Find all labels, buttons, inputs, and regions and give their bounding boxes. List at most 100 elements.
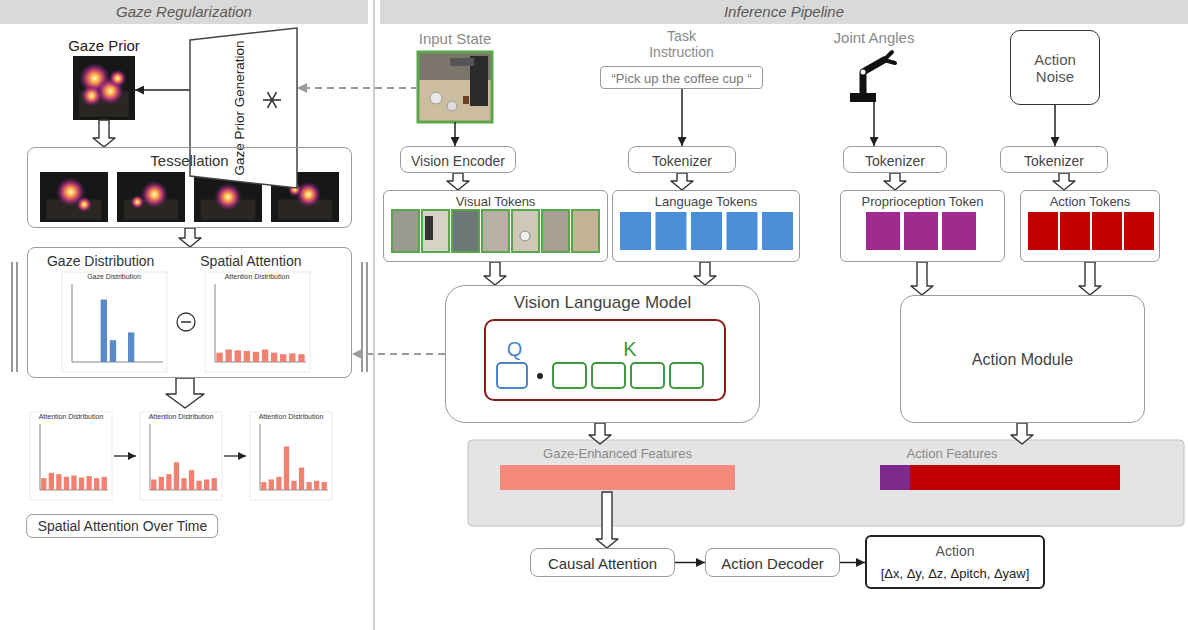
- key-token: [670, 363, 703, 388]
- node-text: Gaze Prior Generation: [232, 40, 248, 175]
- chart-ground: [205, 272, 310, 372]
- token-group: Visual Tokens: [383, 190, 608, 262]
- heatmap-ground: [73, 56, 135, 120]
- chart-bar: [269, 479, 274, 490]
- time-panel: Spatial Attention Over Time: [27, 408, 335, 540]
- chart-bar: [280, 354, 286, 362]
- token-detail: [425, 216, 433, 240]
- bar-chart: [250, 412, 332, 500]
- process-box: Vision Encoder: [400, 146, 516, 173]
- chart-bar: [166, 474, 171, 490]
- chart-bar: [101, 300, 107, 362]
- image-token: [452, 210, 479, 252]
- heat-blob: [214, 183, 242, 211]
- chart-bar: [253, 352, 259, 362]
- minus-symbol: [181, 321, 191, 323]
- chart-bar: [189, 470, 194, 490]
- process-box: Action Decoder: [705, 548, 840, 577]
- chart-bar: [299, 468, 304, 490]
- language-token: [762, 212, 793, 250]
- process-box: Tokenizer: [628, 146, 736, 173]
- block-arrow: [447, 173, 469, 190]
- chart-axis: [72, 284, 163, 362]
- block-arrow: [166, 378, 204, 408]
- arrow: [297, 87, 418, 89]
- chart-bar: [244, 351, 250, 362]
- token-group: Proprioception Token: [840, 190, 1005, 262]
- image-token: [392, 210, 419, 252]
- image-token: [512, 210, 539, 252]
- language-token: [691, 212, 722, 250]
- chart-bar: [261, 482, 266, 490]
- arrow: [352, 353, 445, 355]
- noise-box: Action Noise: [1010, 30, 1100, 105]
- image-border: [418, 52, 492, 122]
- chart-bar: [146, 362, 152, 363]
- chart-bar: [56, 474, 61, 490]
- chart-bar: [128, 332, 134, 362]
- chart-bar: [284, 446, 289, 490]
- arrow: [135, 89, 190, 91]
- time-arrow: [224, 455, 246, 456]
- feature-band: [468, 440, 1184, 526]
- node-text: Action Decoder: [721, 555, 824, 572]
- chart-axis: [260, 424, 328, 490]
- feature-bar: Gaze-Enhanced Features: [500, 444, 735, 492]
- scene-robot: [450, 58, 474, 66]
- block-arrow: [589, 423, 611, 444]
- block-arrow: [1011, 423, 1033, 444]
- chart-bar: [86, 476, 91, 490]
- chart-ground: [250, 412, 332, 500]
- image-token: [422, 210, 449, 252]
- node-text: Gaze Prior: [68, 37, 140, 54]
- arrow: [681, 89, 683, 146]
- chart-bar: [64, 477, 69, 490]
- node-text: Action: [936, 543, 975, 559]
- process-box: Tokenizer: [843, 146, 947, 173]
- image-token: [482, 210, 509, 252]
- action-token: [1092, 212, 1122, 250]
- node-text: Task Instruction: [637, 28, 727, 60]
- chart-bar: [271, 353, 277, 362]
- chart-bar: [82, 362, 88, 363]
- chart-bar: [79, 477, 84, 490]
- node-text: K: [623, 338, 636, 361]
- scene-object: [463, 96, 469, 104]
- arrow: [1054, 105, 1056, 146]
- scene-image: [418, 52, 492, 122]
- node-text: Inference Pipeline: [724, 3, 844, 20]
- chart-bar: [225, 350, 231, 362]
- chart-axis: [150, 424, 218, 490]
- chart-bar: [159, 477, 164, 490]
- node-text: Tessellation: [150, 152, 228, 169]
- block-arrow: [596, 492, 618, 548]
- section-header: Gaze Regularization: [0, 0, 368, 24]
- robot-arm-icon: Joint Angles: [848, 50, 900, 102]
- block-arrow: [179, 228, 201, 247]
- attention-box: QK: [484, 319, 726, 401]
- gaze-prior-map: Gaze Prior: [73, 56, 135, 120]
- snowflake-icon: [268, 92, 277, 108]
- output-box: Action[Δx, Δy, Δz, Δpitch, Δyaw]: [865, 535, 1045, 589]
- module-box: Action Module: [900, 295, 1145, 423]
- node-text: Action Noise: [1020, 51, 1090, 86]
- chart-title: Attention Distribution: [39, 413, 104, 421]
- language-token: [727, 212, 758, 250]
- action-feature-bar: [910, 465, 1120, 490]
- heatmap-image: [40, 172, 108, 222]
- key-token: [631, 363, 664, 388]
- chart-bar: [291, 481, 296, 490]
- chart-bar: [92, 362, 98, 363]
- node-text: Gaze Distribution: [47, 253, 154, 269]
- instruction-box: Task Instruction“Pick up the coffee cup …: [600, 66, 763, 89]
- side-bar: [16, 262, 18, 372]
- block-arrow: [694, 262, 716, 285]
- node-text: “Pick up the coffee cup “: [612, 71, 752, 86]
- image-token: [542, 210, 569, 252]
- key-token: [553, 363, 586, 388]
- chart-bar: [306, 482, 311, 490]
- block-arrow: [1079, 262, 1101, 295]
- node-text: Spatial Attention Over Time: [27, 514, 219, 538]
- arrow: [454, 122, 456, 146]
